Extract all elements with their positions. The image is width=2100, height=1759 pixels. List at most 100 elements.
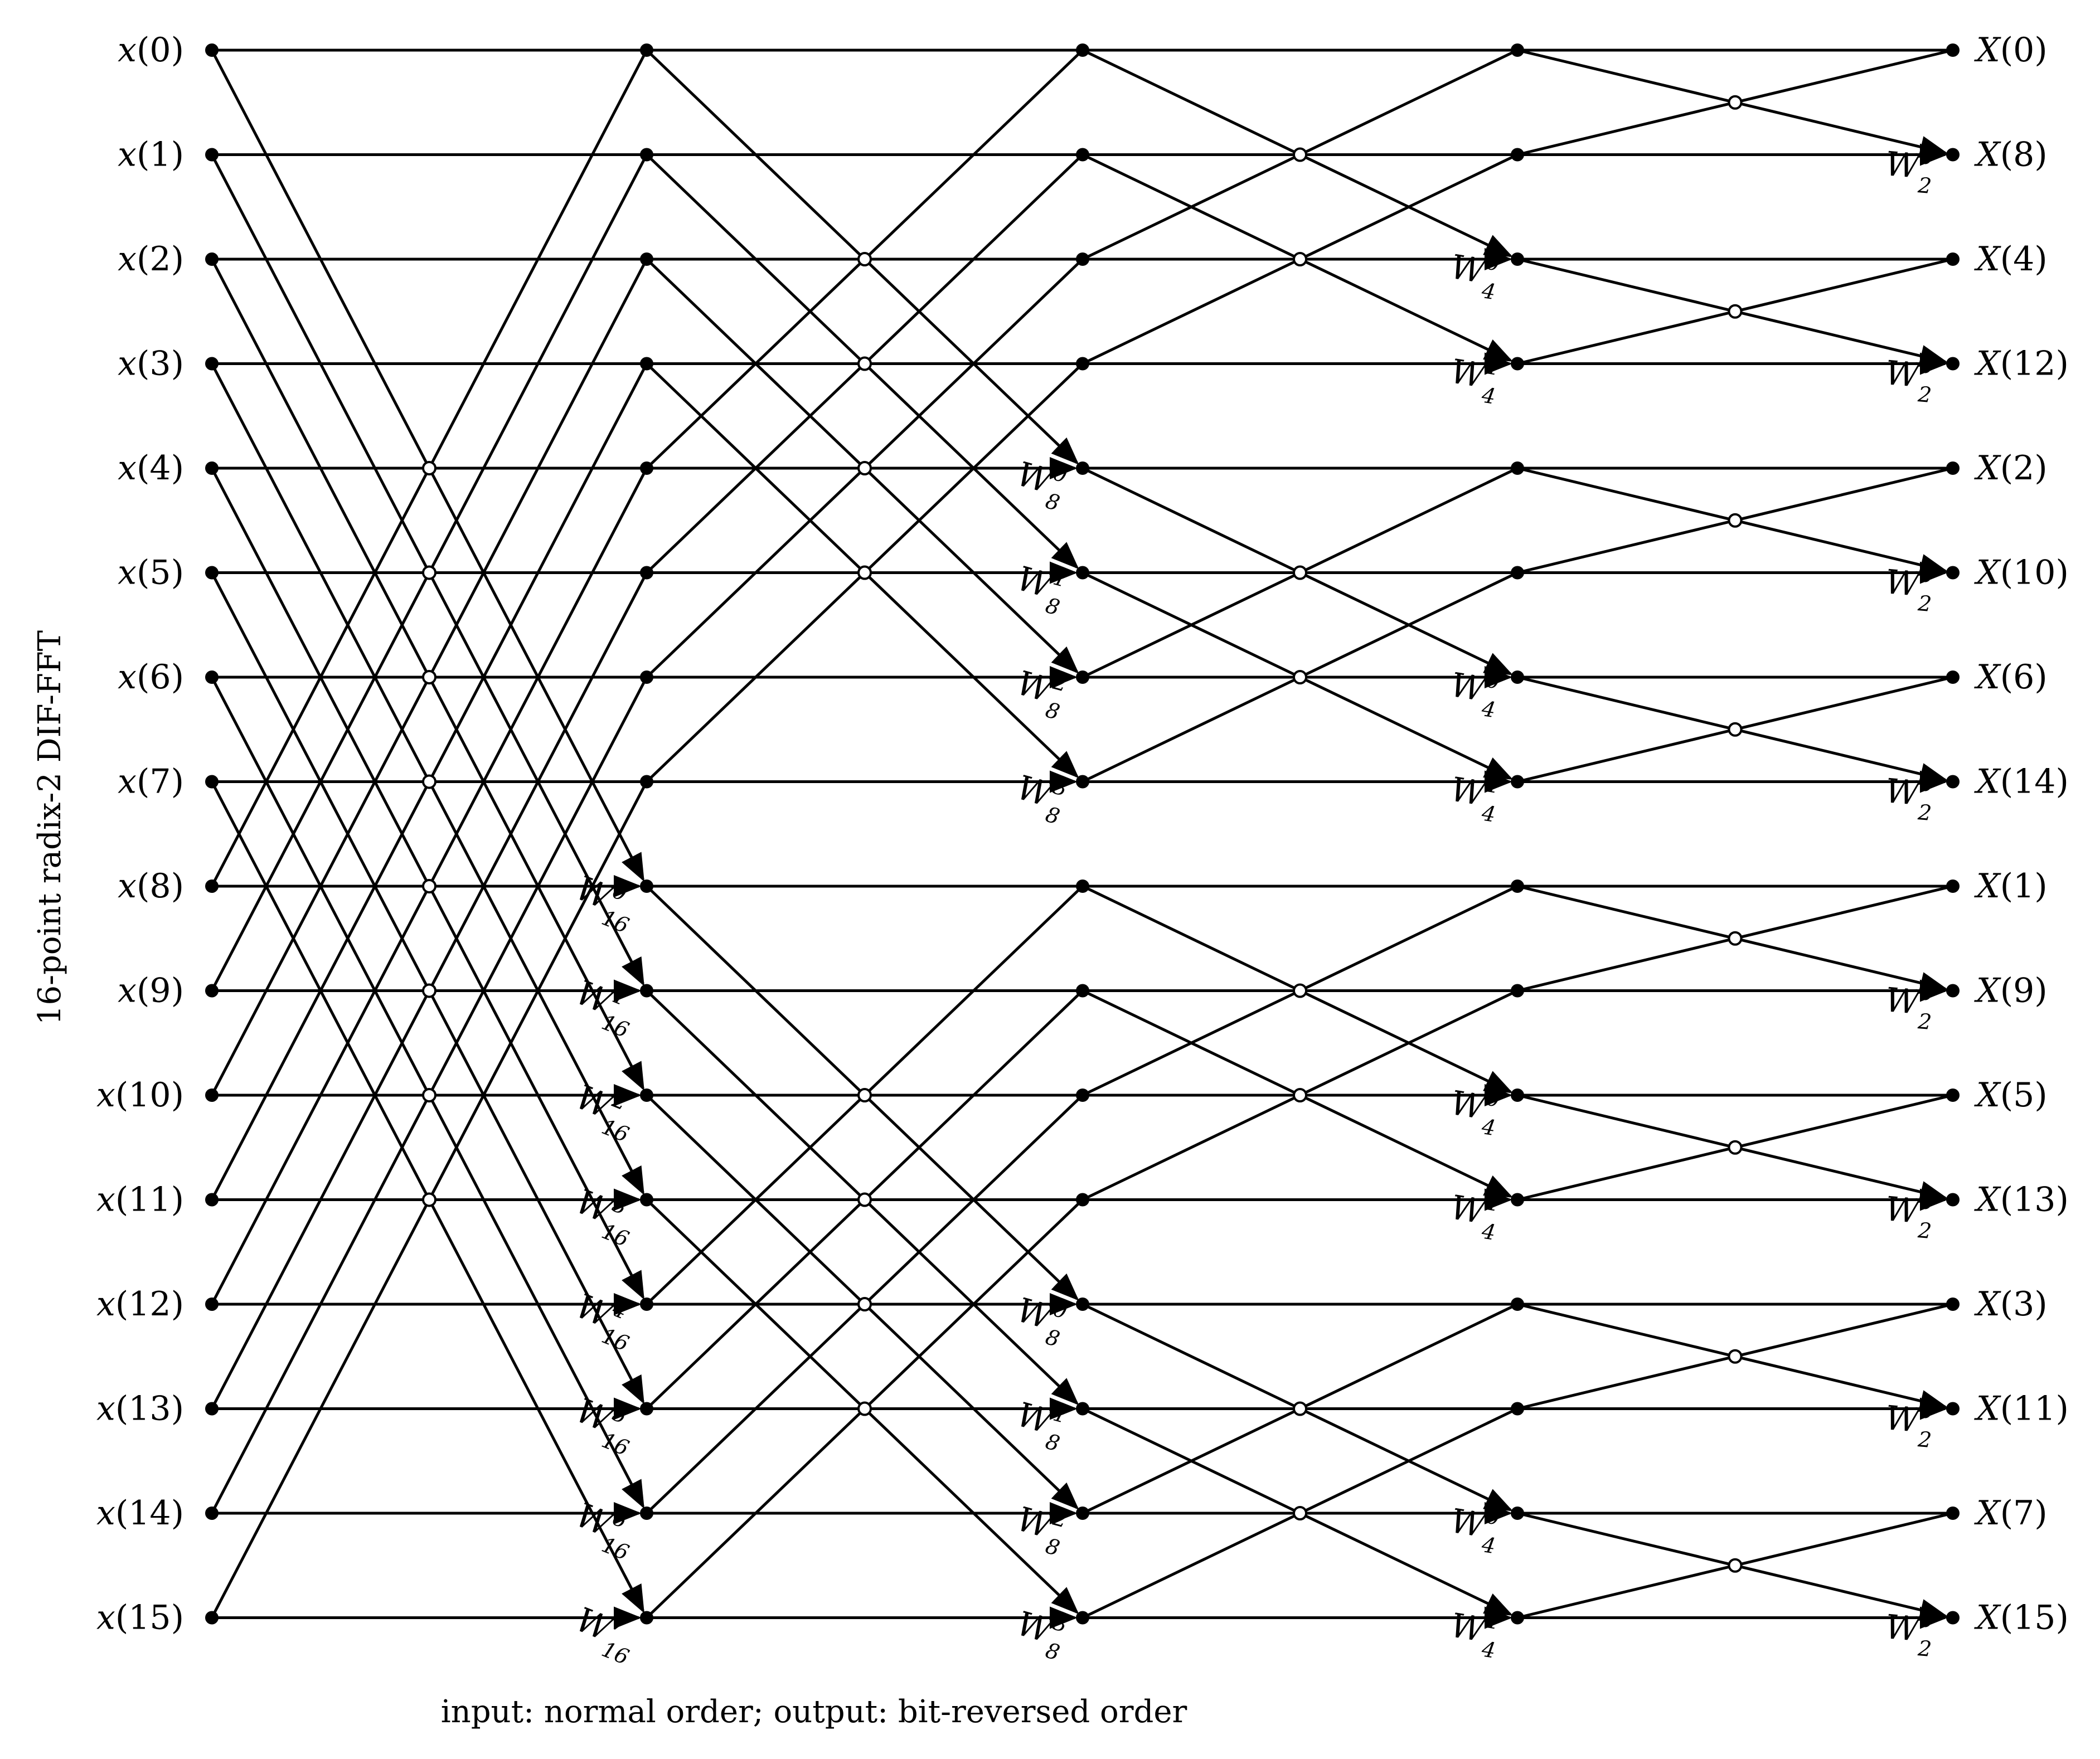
crossing-node <box>422 1192 437 1207</box>
output-labels: X(0)X(8)X(4)X(12)X(2)X(10)X(6)X(14)X(1)X… <box>1974 31 2069 1637</box>
input-symbol: x <box>118 449 137 488</box>
twiddle-label: W616 <box>566 1493 643 1565</box>
twiddle-label: W28 <box>1010 660 1070 725</box>
output-label: X(2) <box>1974 449 2048 488</box>
signal-node <box>1946 1193 1960 1207</box>
signal-node <box>1511 1611 1524 1625</box>
signal-node <box>1946 984 1960 998</box>
signal-node <box>1076 43 1089 57</box>
output-symbol: X <box>1974 658 2001 697</box>
signal-node <box>1946 461 1960 475</box>
twiddle-subscript: 2 <box>1917 1636 1933 1661</box>
signal-node <box>640 43 653 57</box>
signal-node <box>640 252 653 266</box>
signal-node <box>205 43 219 57</box>
diagram-title: 16-point radix-2 DIF-FFT <box>32 630 68 1025</box>
signal-node <box>1076 1089 1089 1102</box>
crossing-node <box>857 565 872 580</box>
twiddle-symbol: W <box>1884 144 1924 186</box>
twiddle-label: W516 <box>566 1388 643 1460</box>
crossing-node <box>422 774 437 789</box>
twiddle-label: W04 <box>1446 244 1502 304</box>
crossing-node <box>422 670 437 684</box>
signal-node <box>1946 880 1960 893</box>
twiddle-label: W02 <box>1883 977 1935 1034</box>
twiddle-label: W02 <box>1883 1604 1935 1661</box>
crossing-node <box>422 1088 437 1102</box>
twiddle-symbol: W <box>1884 353 1924 395</box>
twiddle-label: W14 <box>1446 1185 1502 1245</box>
signal-node <box>1946 357 1960 371</box>
signal-node <box>205 148 219 162</box>
signal-node <box>1511 1402 1524 1416</box>
input-symbol: x <box>118 344 137 383</box>
twiddle-symbol: W <box>1884 1189 1924 1231</box>
signal-node <box>205 566 219 580</box>
input-index: (7) <box>137 762 184 801</box>
crossing-node <box>422 879 437 893</box>
output-label: X(9) <box>1974 971 2048 1010</box>
twiddle-label: W216 <box>566 1075 643 1147</box>
output-symbol: X <box>1974 1285 2001 1324</box>
output-symbol: X <box>1974 449 2001 488</box>
signal-node <box>640 461 653 475</box>
output-symbol: X <box>1974 1494 2001 1533</box>
twiddle-label: W416 <box>566 1284 643 1356</box>
twiddle-symbol: W <box>1884 1607 1924 1649</box>
signal-node <box>1511 1193 1524 1207</box>
output-symbol: X <box>1974 1598 2001 1637</box>
twiddle-labels: W016W116W216W316W416W516W616W716W08W18W2… <box>566 144 1935 1669</box>
input-symbol: x <box>96 1180 115 1219</box>
input-label: x(1) <box>118 135 184 174</box>
input-symbol: x <box>96 1389 115 1428</box>
signal-node <box>1946 1611 1960 1625</box>
twiddle-label: W14 <box>1446 349 1502 409</box>
twiddle-label: W04 <box>1446 1498 1502 1558</box>
signal-node <box>1076 566 1089 580</box>
output-label: X(5) <box>1974 1076 2048 1115</box>
output-symbol: X <box>1974 31 2001 70</box>
twiddle-label: W02 <box>1883 1395 1935 1452</box>
signal-node <box>1511 1507 1524 1520</box>
crossing-node <box>422 983 437 998</box>
twiddle-label: W28 <box>1010 1496 1070 1561</box>
twiddle-subscript: 2 <box>1917 1218 1933 1243</box>
input-label: x(9) <box>118 971 184 1010</box>
twiddle-subscript: 2 <box>1917 382 1933 407</box>
output-symbol: X <box>1974 240 2001 279</box>
crossing-node <box>1293 1088 1307 1102</box>
input-symbol: x <box>96 1285 115 1324</box>
signal-node <box>640 984 653 998</box>
crossing-node <box>857 1192 872 1207</box>
input-symbol: x <box>118 135 137 174</box>
input-label: x(3) <box>118 344 184 383</box>
crossing-node <box>857 461 872 475</box>
input-index: (6) <box>137 658 184 697</box>
signal-node <box>1076 1298 1089 1311</box>
twiddle-label: W02 <box>1883 559 1935 616</box>
signal-nodes <box>205 43 1960 1625</box>
signal-node <box>1076 252 1089 266</box>
signal-node <box>1946 566 1960 580</box>
signal-node <box>205 670 219 684</box>
input-index: (4) <box>137 449 184 488</box>
crossing-node <box>857 1297 872 1311</box>
output-symbol: X <box>1974 762 2001 801</box>
signal-node <box>640 1298 653 1311</box>
output-index: (14) <box>2000 762 2069 801</box>
twiddle-label: W38 <box>1010 1601 1070 1665</box>
output-symbol: X <box>1974 344 2001 383</box>
output-index: (1) <box>2000 867 2048 906</box>
signal-node <box>205 1507 219 1520</box>
signal-node <box>640 670 653 684</box>
diagram-caption: input: normal order; output: bit-reverse… <box>441 1694 1187 1730</box>
twiddle-label: W18 <box>1010 556 1070 620</box>
twiddle-label: W08 <box>1010 1287 1070 1352</box>
twiddle-exponent: 0 <box>1919 144 1935 169</box>
crossing-node <box>857 1401 872 1416</box>
signal-node <box>205 1298 219 1311</box>
crossing-node <box>1728 304 1743 319</box>
input-label: x(7) <box>118 762 184 801</box>
output-index: (6) <box>2000 658 2048 697</box>
twiddle-label: W02 <box>1883 1186 1935 1243</box>
